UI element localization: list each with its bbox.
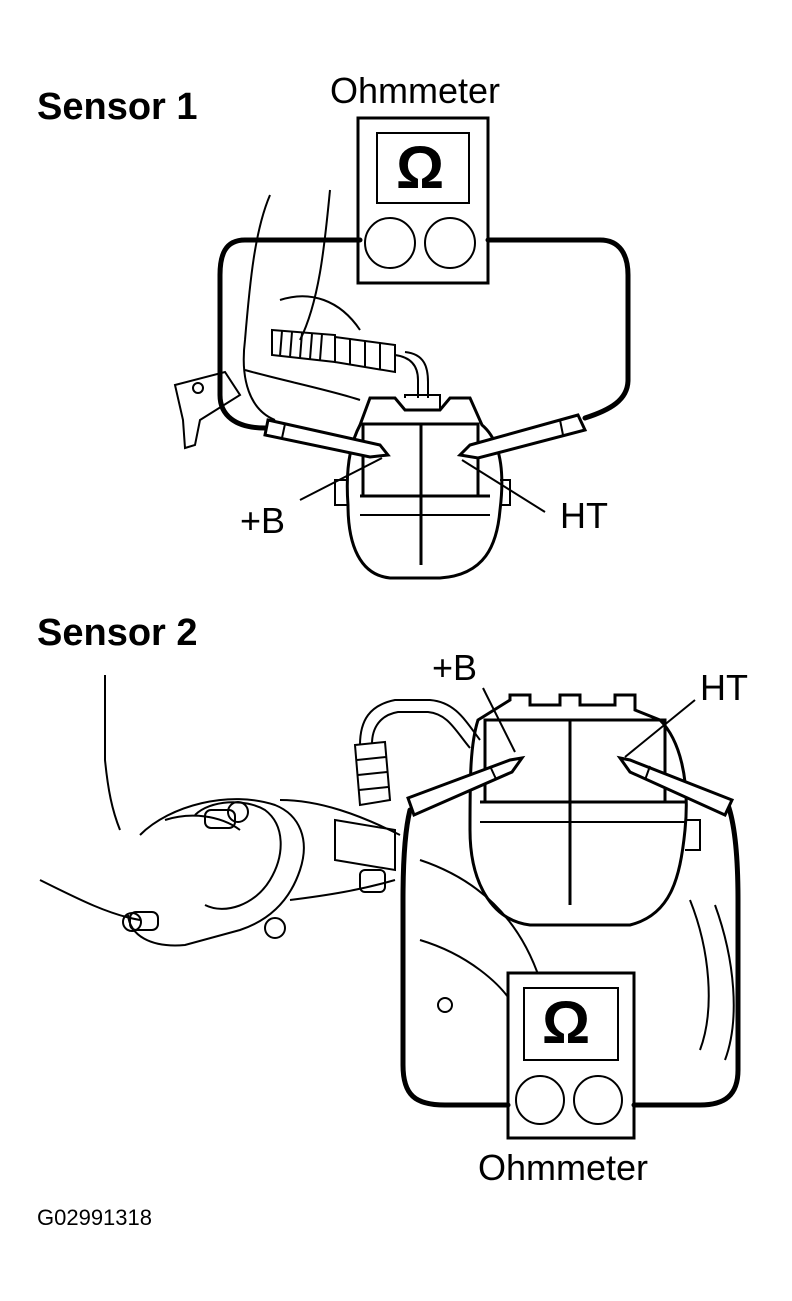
sensor2-ohmmeter [506,971,636,1140]
sensor1-ohmmeter-label: Ohmmeter [330,70,501,111]
sensor2-terminal-b-label: +B [432,647,478,688]
sensor1-title: Sensor 1 [37,86,198,128]
sensor1-terminal-b-label: +B [240,500,286,541]
sensor2-connector [468,693,701,927]
sensor2-ohm-symbol: Ω [542,989,591,1056]
sensor2-title: Sensor 2 [37,612,198,654]
sensor1-terminal-ht-label: HT [560,495,608,536]
sensor1-ohm-symbol: Ω [396,134,445,201]
sensor2-probe [334,699,481,893]
sensor2-terminal-ht-label: HT [700,667,748,708]
sensor2-bolts [122,801,286,939]
sensor1-illustration [173,116,631,580]
sensor1-probe [271,328,429,398]
figure-code: G02991318 [37,1205,152,1230]
sensor2-illustration [39,675,741,1140]
sensor1-connector [334,394,511,580]
sensor2-ohmmeter-label: Ohmmeter [478,1147,649,1188]
sensor1-ohmmeter [356,116,490,285]
